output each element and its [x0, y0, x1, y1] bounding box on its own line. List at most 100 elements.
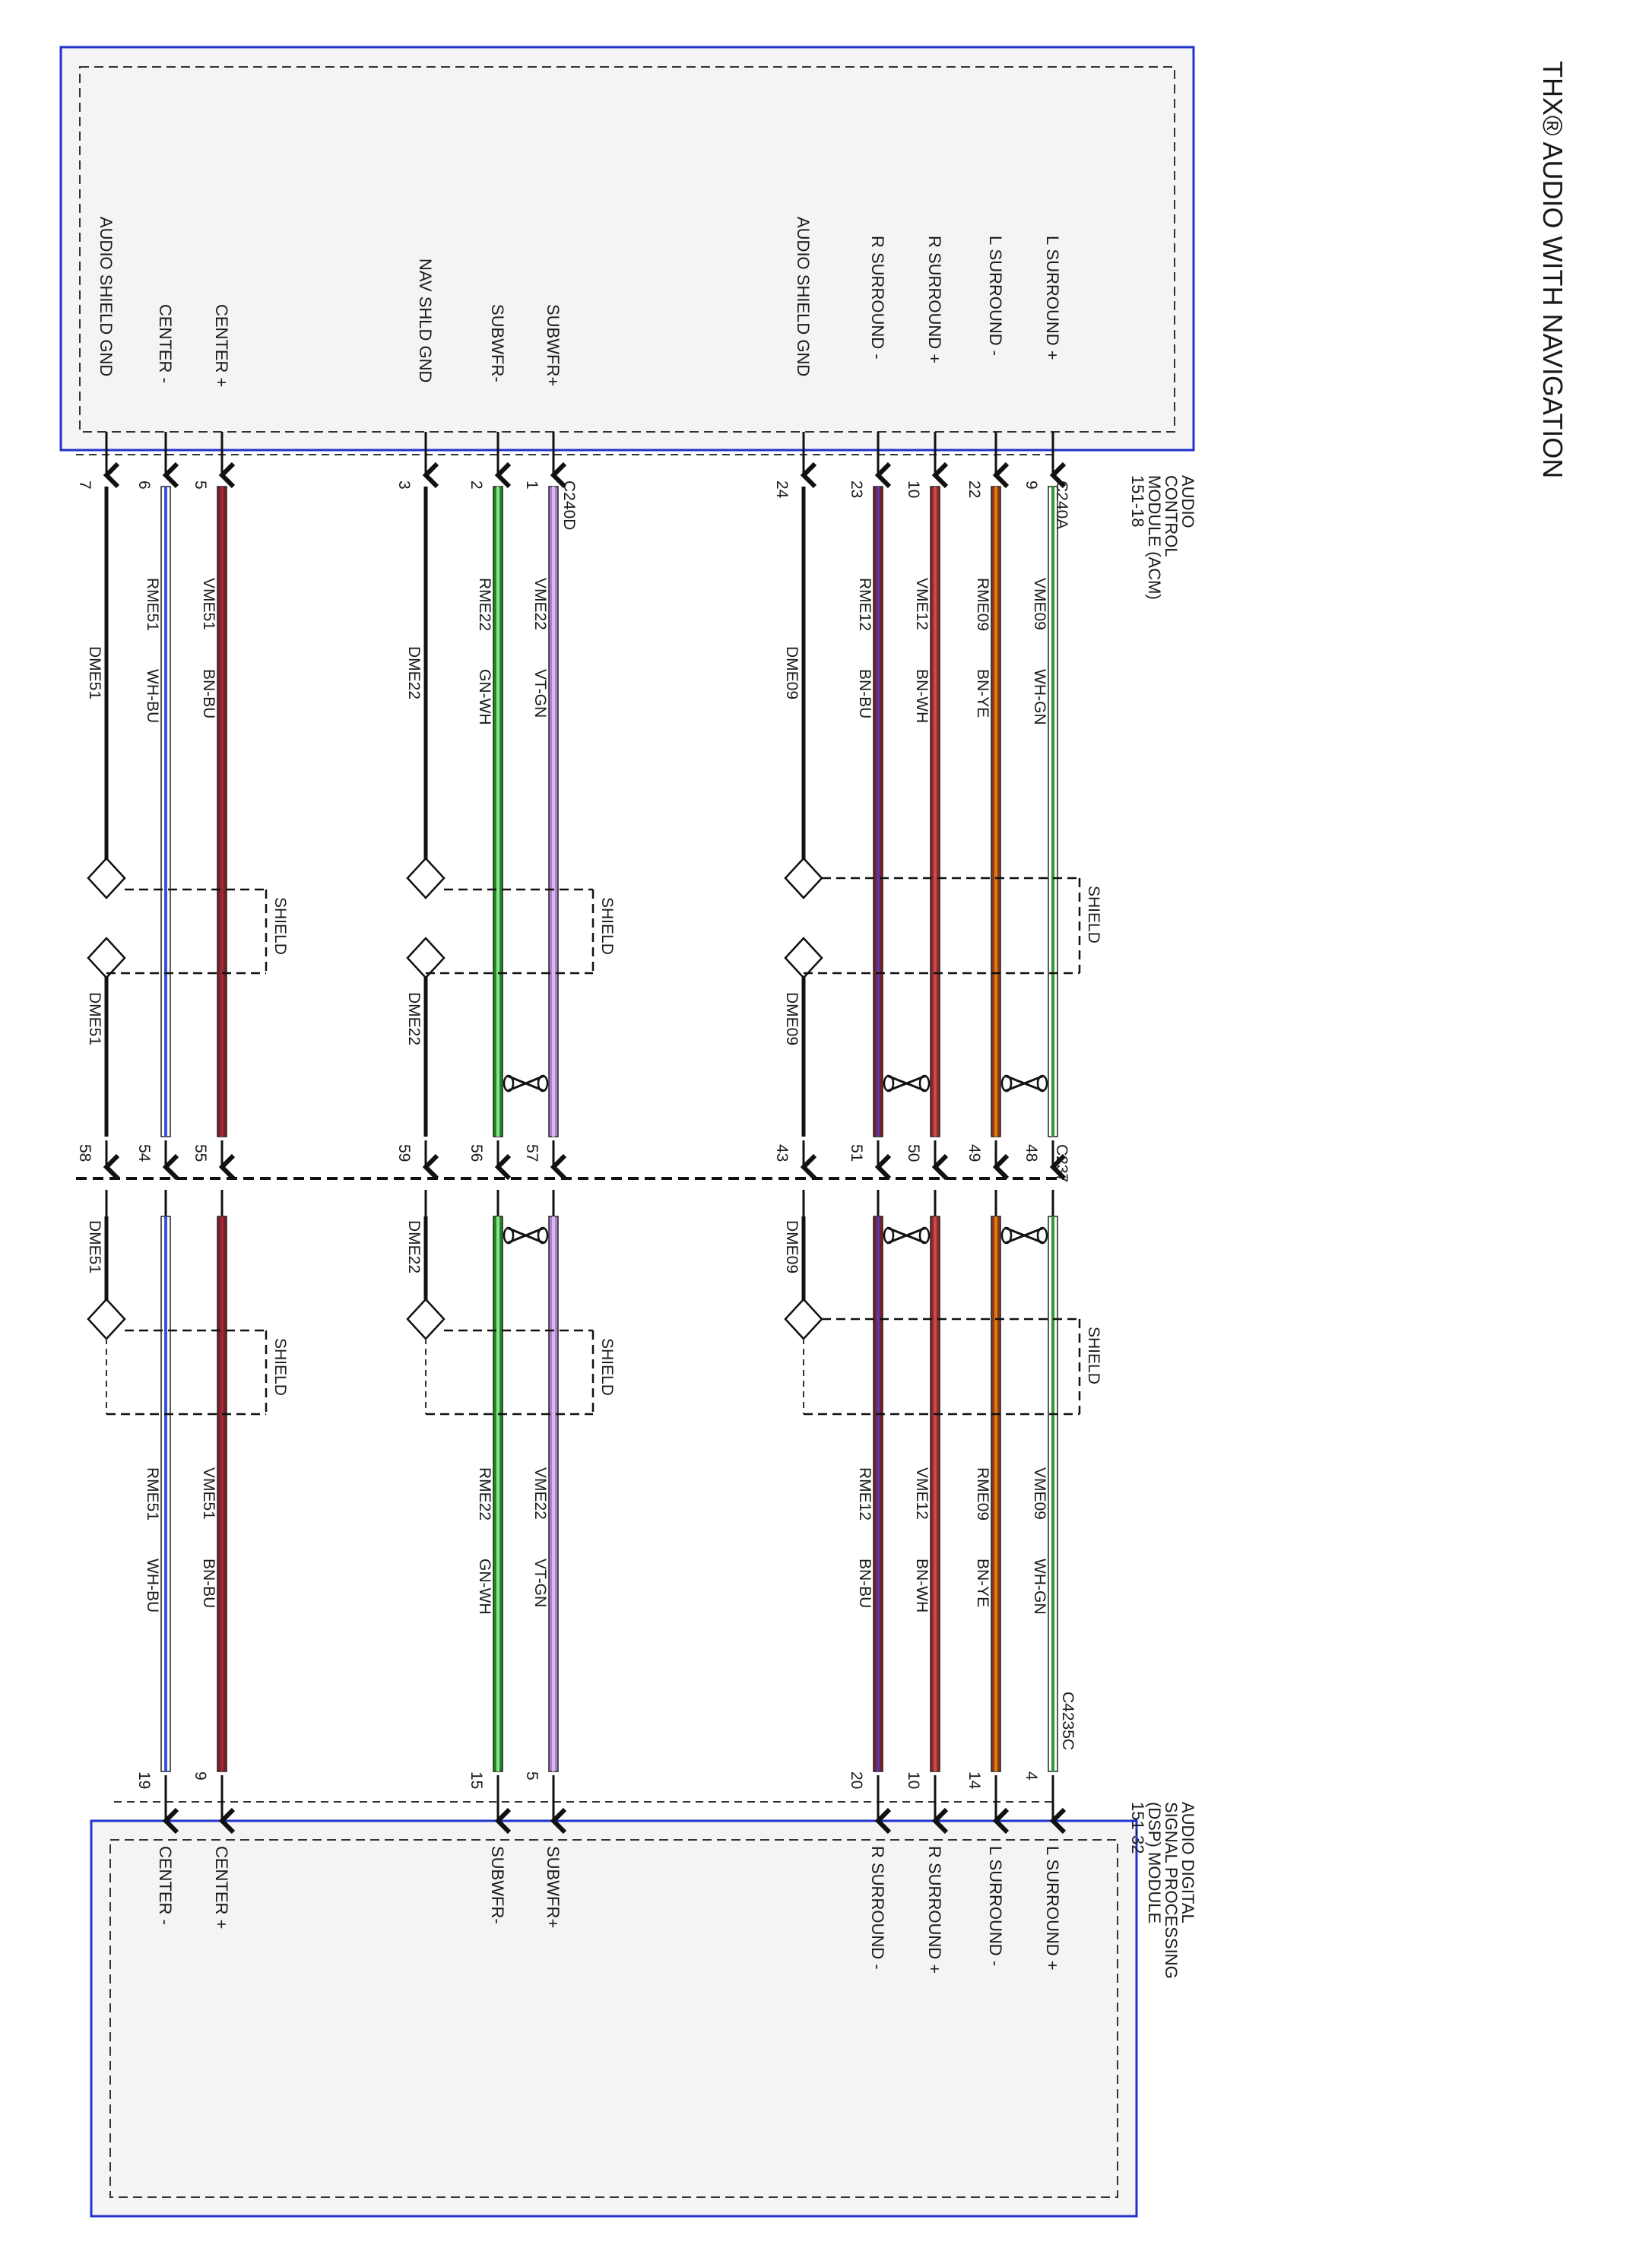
dsp-pin-label: L SURROUND - — [986, 1846, 1005, 1966]
dsp-pin-number-group: 20 — [848, 1771, 865, 1789]
wire-circuit-label: VME12 — [913, 1467, 931, 1520]
drain-label-group: DME22 — [405, 1220, 423, 1273]
wire-circuit-label-group: VME51 — [200, 1467, 217, 1520]
c237-pin-number: 55 — [192, 1144, 209, 1162]
wire-circuit-label: RME09 — [974, 578, 991, 631]
acm-pin-number-group: 3 — [395, 480, 413, 490]
wire-color-label: BN-BU — [856, 1559, 874, 1608]
dsp-module-name: SIGNAL PROCESSING — [1162, 1802, 1181, 1979]
wire-circuit-label-group: RME22 — [476, 1467, 493, 1521]
shield-label-group: SHIELD — [271, 1338, 289, 1396]
wire-color-label-group: BN-WH — [913, 1559, 931, 1613]
c237-pin-number-group: 43 — [773, 1144, 791, 1162]
shield-splice-diamond — [406, 857, 446, 899]
wire-circuit-label: RME12 — [856, 578, 874, 631]
wire-color-label-group: BN-YE — [974, 1559, 991, 1607]
wire-color-label-group: BN-YE — [974, 669, 991, 718]
shield-label-group: SHIELD — [598, 897, 616, 955]
diagram-title-group: THX® AUDIO WITH NAVIGATION — [1537, 61, 1568, 478]
acm-pin-number: 1 — [523, 480, 541, 490]
wire-stripe — [552, 1216, 555, 1771]
wire-color-label: BN-WH — [913, 669, 931, 723]
shield-label-group: SHIELD — [1085, 1327, 1102, 1384]
dsp-pin-number-group: 19 — [135, 1771, 153, 1789]
shield-splice-diamond — [784, 857, 823, 899]
drain-label-group: DME51 — [86, 1220, 103, 1273]
wire-color-label-group: BN-BU — [856, 1559, 874, 1608]
wire-color-label-group: BN-BU — [200, 1559, 217, 1608]
shield-label-group: SHIELD — [598, 1338, 616, 1396]
drain-label: DME22 — [405, 992, 423, 1045]
dsp-pin-number: 4 — [1023, 1771, 1040, 1781]
twisted-pair-mark — [886, 1226, 927, 1245]
dsp-connector-name: C4235C — [1059, 1692, 1076, 1750]
wire-stripe — [496, 1216, 499, 1771]
wire-circuit-label-group: VME09 — [1031, 578, 1048, 630]
c237-pin-number-group: 50 — [905, 1144, 922, 1162]
wire-color-label-group: WH-BU — [144, 1559, 161, 1613]
dsp-module-name-group: AUDIO DIGITAL — [1178, 1802, 1197, 1923]
dsp-module-name-group: (DSP) MODULE — [1145, 1802, 1164, 1923]
acm-module-name-group: CONTROL — [1162, 475, 1181, 557]
wire-circuit-label-group: RME22 — [476, 578, 493, 631]
acm-pin-number: 9 — [1023, 480, 1040, 490]
acm-pin-number-group: 5 — [192, 480, 209, 490]
twisted-pair-mark — [1004, 1226, 1045, 1245]
wire-circuit-label-group: RME12 — [856, 578, 874, 631]
dsp-pin-number-group: 15 — [468, 1771, 485, 1789]
shield-splice-diamond — [87, 857, 126, 899]
dsp-pin-number-group: 14 — [966, 1771, 983, 1790]
shield-splice-diamond — [87, 1298, 126, 1340]
shield-label: SHIELD — [598, 1338, 616, 1396]
twisted-pair-loop — [537, 1074, 549, 1093]
acm-pin-number: 3 — [395, 480, 413, 490]
acm-connector-d-group: C240D — [560, 480, 578, 530]
acm-pin-number-group: 1 — [523, 480, 541, 490]
drain-label: DME22 — [405, 1220, 423, 1273]
c237-pin-number: 59 — [395, 1144, 413, 1162]
dsp-pin-label: CENTER - — [156, 1846, 175, 1925]
wire-color-label-group: WH-BU — [144, 669, 161, 723]
wire-circuit-label: VME12 — [913, 578, 931, 630]
twisted-pair-mark — [1004, 1074, 1045, 1093]
wire-color-label: VT-GN — [531, 1559, 549, 1607]
wire-color-label: BN-BU — [200, 1559, 217, 1608]
c237-pin-number: 57 — [523, 1144, 541, 1162]
drain-label-group: DME22 — [405, 992, 423, 1045]
shield-label-group: SHIELD — [1085, 886, 1102, 943]
dsp-pin-label-group: L SURROUND - — [986, 1846, 1005, 1966]
acm-pin-label: CENTER - — [156, 304, 175, 383]
wire-color-label: GN-WH — [476, 669, 493, 725]
acm-pin-label-group: NAV SHLD GND — [416, 258, 435, 382]
wire-circuit-label: RME51 — [144, 1467, 161, 1521]
c237-connector-name: C237 — [1053, 1144, 1070, 1182]
dsp-pin-label-group: SUBWFR+ — [544, 1846, 563, 1928]
acm-module-name: MODULE (ACM) — [1145, 475, 1164, 600]
wire-color-label: BN-YE — [974, 669, 991, 718]
dsp-pin-number-group: 4 — [1023, 1771, 1040, 1781]
dsp-module-name: 151-32 — [1128, 1802, 1147, 1854]
dsp-module-name: AUDIO DIGITAL — [1178, 1802, 1197, 1923]
acm-pin-number: 10 — [905, 480, 922, 498]
dsp-pin-number-group: 9 — [192, 1771, 209, 1781]
wire-circuit-label-group: VME12 — [913, 578, 931, 630]
wire-stripe — [164, 487, 167, 1137]
twisted-pair-loop — [883, 1226, 895, 1245]
acm-module-name-group: 151-18 — [1128, 475, 1147, 528]
wire-stripe — [994, 487, 997, 1137]
acm-pin-number-group: 9 — [1023, 480, 1040, 490]
dsp-pin-number: 14 — [966, 1771, 983, 1790]
wire-circuit-label: RME09 — [974, 1467, 991, 1521]
drain-label-group: DME09 — [783, 1220, 801, 1273]
acm-pin-number-group: 24 — [773, 480, 791, 499]
dsp-pin-label: SUBWFR+ — [544, 1846, 563, 1928]
dsp-module-box — [90, 1819, 1138, 2218]
acm-pin-label: R SURROUND + — [925, 236, 944, 363]
acm-pin-number: 23 — [848, 480, 865, 498]
labels-layer: L SURROUND +9L SURROUND -22R SURROUND +1… — [76, 217, 1197, 1979]
dsp-pin-label: CENTER + — [212, 1846, 231, 1929]
wire-color-label-group: BN-BU — [200, 669, 217, 718]
wire-stripe — [934, 487, 937, 1137]
wire-circuit-label-group: VME51 — [200, 578, 217, 630]
drain-label-group: DME09 — [783, 646, 801, 699]
